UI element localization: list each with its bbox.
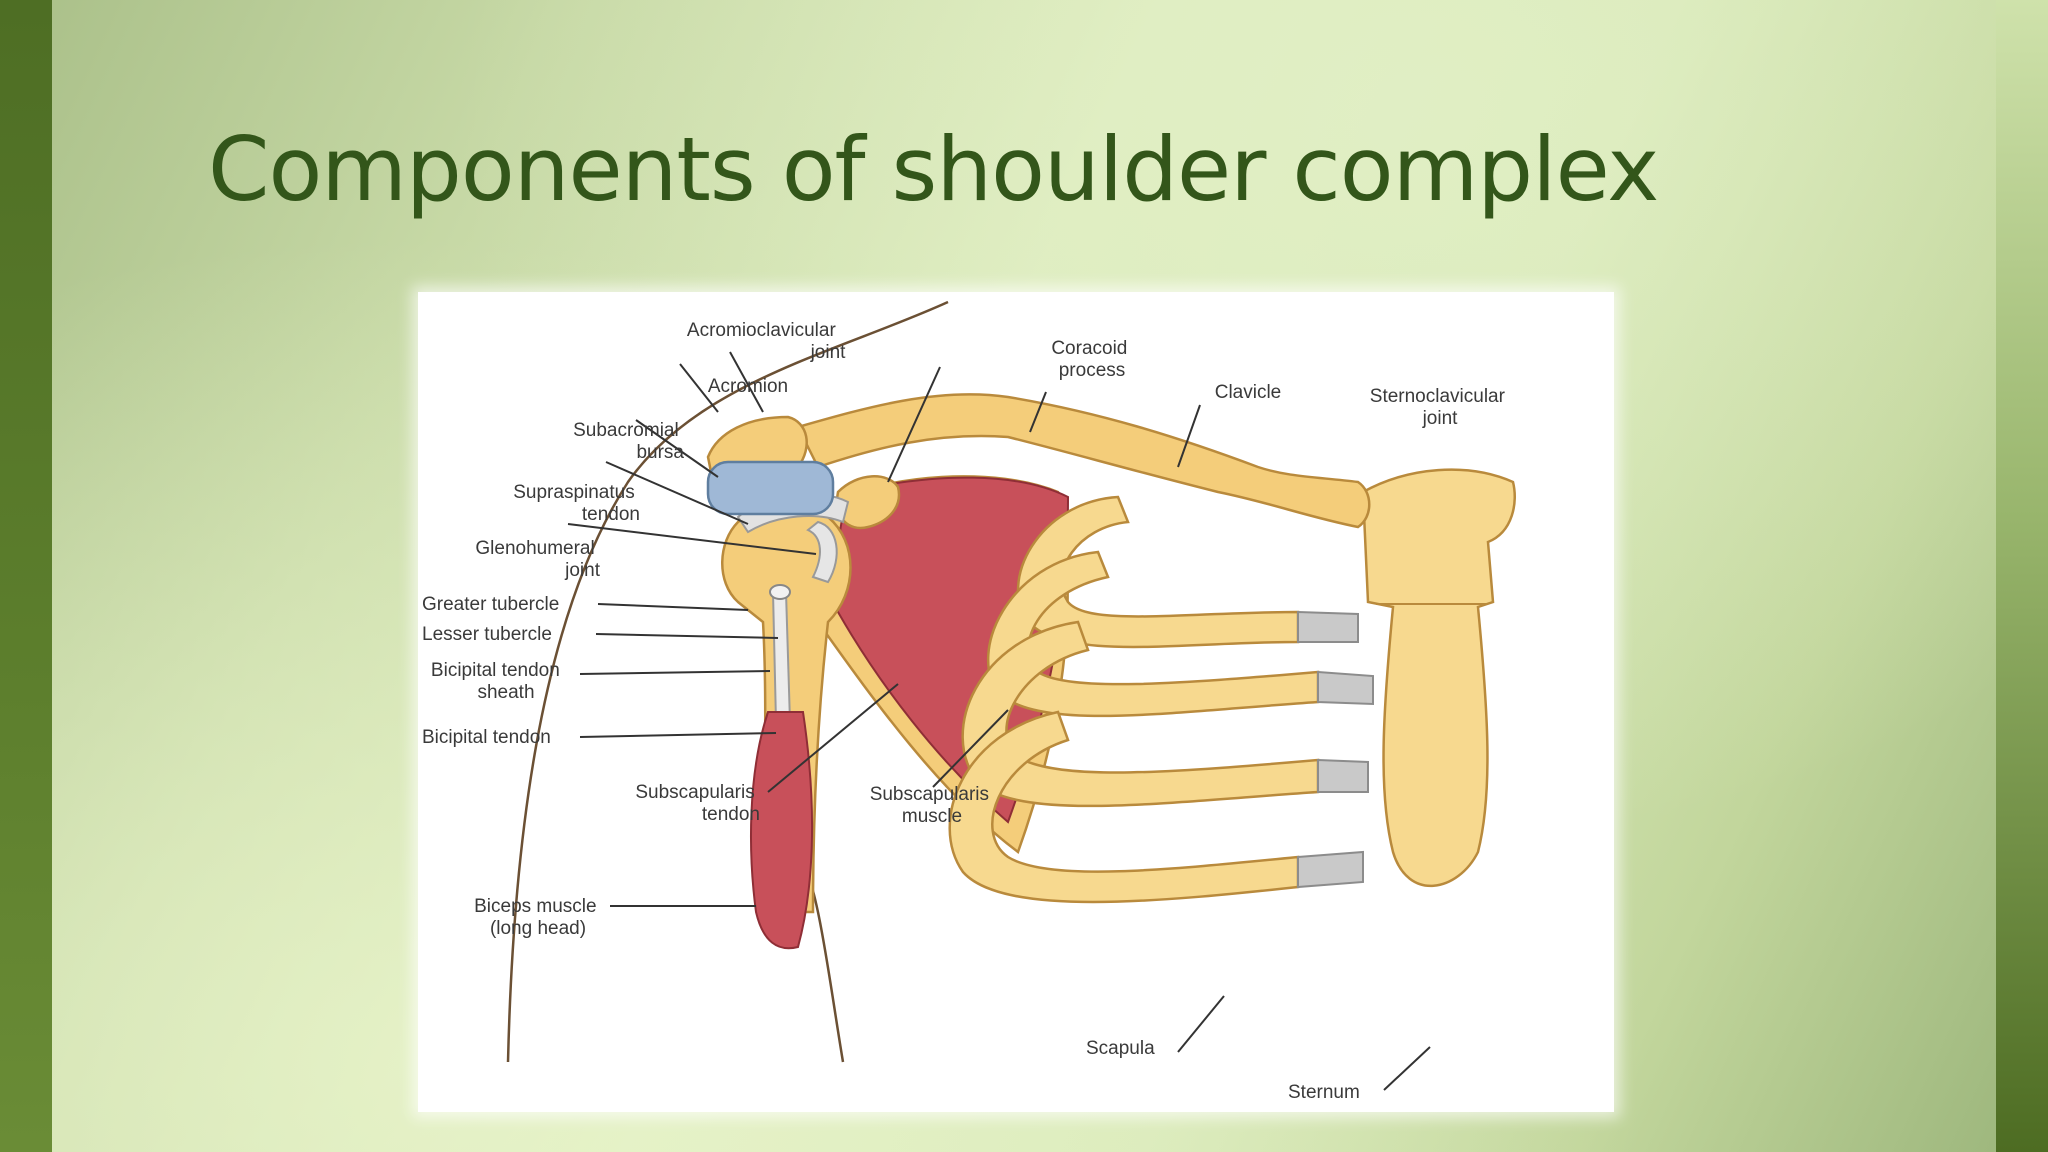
diagram-labels: Acromioclavicular joint Acromion Coracoi…	[422, 320, 1510, 1103]
leader-coracoid	[887, 366, 941, 483]
label-sternoclavicular-joint: Sternoclavicular joint	[1370, 386, 1510, 429]
leader-subscapularis-muscle	[932, 709, 1009, 788]
body-outline	[506, 300, 949, 1063]
leader-scapula	[1177, 995, 1225, 1053]
label-subscapularis-tendon: Subscapularis tendon	[635, 782, 760, 825]
slide-title: Components of shoulder complex	[208, 118, 1659, 221]
label-acromioclavicular-joint: Acromioclavicular joint	[687, 320, 846, 363]
label-acromion: Acromion	[708, 376, 788, 397]
label-scapula: Scapula	[1086, 1038, 1155, 1059]
glenohumeral-joint-capsule	[806, 520, 838, 584]
leader-bicipital-sheath	[579, 670, 771, 675]
leader-subscapularis-tendon	[767, 683, 899, 793]
label-subscapularis-muscle: Subscapularis muscle	[870, 784, 995, 827]
left-accent-bar	[0, 0, 52, 1152]
sternum-bone	[1361, 468, 1516, 888]
label-supraspinatus-tendon: Supraspinatus tendon	[513, 482, 640, 525]
leader-subacromial-bursa	[635, 419, 719, 478]
biceps-muscle	[750, 711, 814, 950]
leader-acromioclavicular	[729, 351, 764, 413]
leader-sternoclavicular	[1177, 404, 1201, 468]
leader-glenohumeral	[567, 523, 817, 555]
label-greater-tubercle: Greater tubercle	[422, 594, 559, 615]
subacromial-bursa	[706, 460, 835, 516]
label-subacromial-bursa: Subacromial bursa	[573, 420, 684, 463]
ribs	[948, 495, 1374, 904]
bicipital-tendon	[771, 591, 792, 723]
leader-supraspinatus	[605, 461, 749, 525]
leader-lesser-tubercle	[595, 633, 779, 639]
right-accent-bar	[1996, 0, 2048, 1152]
label-glenohumeral-joint: Glenohumeral joint	[475, 538, 600, 581]
leader-lines	[567, 351, 1431, 1091]
label-sternum: Sternum	[1288, 1082, 1360, 1103]
leader-greater-tubercle	[597, 603, 749, 611]
costal-cartilage-1	[1297, 610, 1359, 643]
leader-sternum	[1383, 1046, 1431, 1091]
label-coracoid-process: Coracoid process	[1051, 338, 1132, 381]
label-clavicle: Clavicle	[1215, 382, 1282, 403]
leader-acromion	[679, 363, 719, 413]
clavicle-bone	[796, 393, 1371, 529]
leader-bicipital-tendon	[579, 732, 777, 738]
bicipital-tendon-sheath	[769, 584, 791, 600]
shoulder-diagram: Acromioclavicular joint Acromion Coracoi…	[418, 292, 1614, 1112]
label-lesser-tubercle: Lesser tubercle	[422, 624, 552, 645]
costal-cartilage-4	[1297, 850, 1364, 889]
label-bicipital-tendon: Bicipital tendon	[422, 727, 551, 748]
label-biceps-muscle: Biceps muscle (long head)	[474, 896, 602, 939]
shoulder-anatomy-illustration: Acromioclavicular joint Acromion Coracoi…	[422, 300, 1516, 1103]
leader-clavicle	[1029, 391, 1047, 433]
costal-cartilage-2	[1317, 670, 1374, 706]
label-bicipital-tendon-sheath: Bicipital tendon sheath	[431, 660, 565, 703]
costal-cartilage-3	[1317, 758, 1369, 793]
